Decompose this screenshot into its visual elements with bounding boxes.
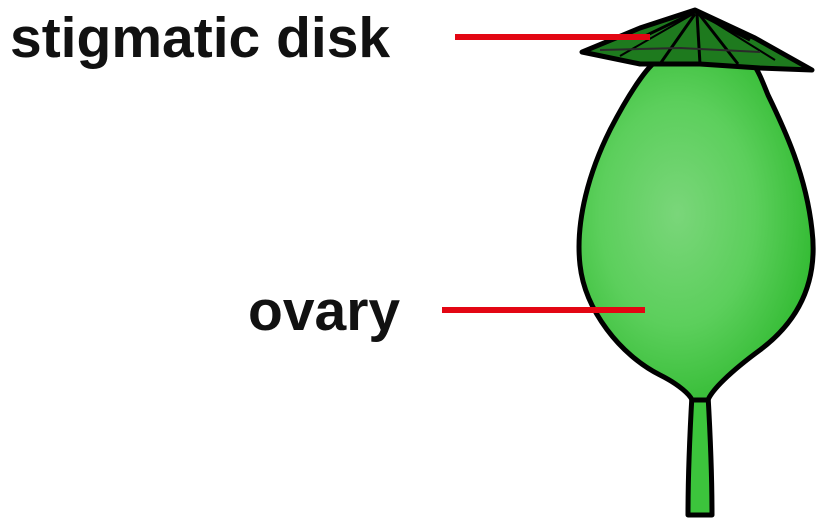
stigmatic-disk-shape (579, 7, 815, 73)
ovary-label: ovary (248, 279, 401, 343)
ovary-shape (576, 59, 816, 403)
stalk-shape (685, 392, 715, 518)
stigmatic-disk-label: stigmatic disk (10, 6, 391, 70)
